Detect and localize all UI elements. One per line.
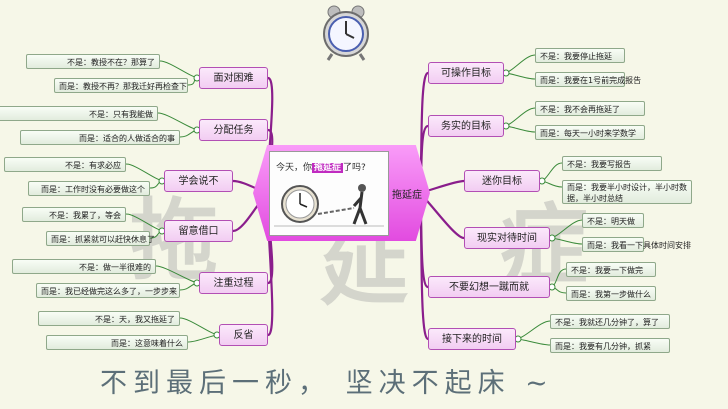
right-leaf-node[interactable]: 而是：我要半小时设计，半小时数据，半小时总结: [562, 180, 692, 204]
left-leaf-node[interactable]: 而是：我已经做完这么多了，一步步来: [36, 283, 180, 298]
right-leaf-node[interactable]: 而是：我看一下具体时间安排: [582, 237, 691, 252]
left-branch-node[interactable]: 面对困难: [199, 67, 268, 89]
right-branch-node[interactable]: 可操作目标: [428, 62, 504, 84]
left-branch-node[interactable]: 反省: [219, 324, 268, 346]
caption-highlight: 拖延症: [312, 163, 344, 173]
right-leaf-node[interactable]: 不是：我就还几分钟了，算了: [550, 314, 670, 329]
right-leaf-node[interactable]: 不是：明天做: [582, 213, 644, 228]
left-leaf-node[interactable]: 而是：这意味着什么: [46, 335, 188, 350]
right-leaf-node[interactable]: 不是：我不会再拖延了: [535, 101, 645, 116]
left-branch-node[interactable]: 留意借口: [164, 220, 233, 242]
left-leaf-node[interactable]: 不是：我累了，等会: [22, 207, 126, 222]
right-branch-node[interactable]: 迷你目标: [464, 170, 540, 192]
left-leaf-node[interactable]: 而是：工作时没有必要做这个: [28, 181, 150, 196]
right-leaf-node[interactable]: 不是：我要停止拖延: [535, 48, 625, 63]
right-leaf-node[interactable]: 不是：我要一下做完: [566, 262, 656, 277]
left-branch-node[interactable]: 学会说不: [164, 170, 233, 192]
right-branch-node[interactable]: 现实对待时间: [464, 227, 550, 249]
left-leaf-node[interactable]: 不是：天，我又拖延了: [38, 311, 180, 326]
left-leaf-node[interactable]: 不是：只有我能做: [0, 106, 158, 121]
central-topic-image: 今天，你拖延症了吗?: [269, 151, 389, 236]
left-branch-node[interactable]: 分配任务: [199, 119, 268, 141]
caption-suffix: 了吗?: [343, 163, 366, 173]
right-branch-node[interactable]: 务实的目标: [428, 115, 504, 137]
left-leaf-node[interactable]: 而是：教授不再？那我迁好再检查下: [54, 78, 188, 93]
tagline: 不到最后一秒， 坚决不起床 ~: [100, 368, 554, 399]
right-leaf-node[interactable]: 而是：我要在1号前完成报告: [535, 72, 641, 87]
left-branch-node[interactable]: 注重过程: [199, 272, 268, 294]
central-topic-label: 拖延症: [392, 190, 422, 201]
left-leaf-node[interactable]: 而是：适合的人做适合的事: [20, 130, 180, 145]
right-leaf-node[interactable]: 而是：我第一步做什么: [566, 286, 656, 301]
alarm-clock-icon: [320, 4, 372, 62]
right-leaf-node[interactable]: 而是：我要有几分钟，抓紧: [550, 338, 670, 353]
right-leaf-node[interactable]: 而是：每天一小时来学数学: [535, 125, 645, 140]
left-leaf-node[interactable]: 不是：有求必应: [4, 157, 126, 172]
caption-prefix: 今天，你: [276, 163, 313, 173]
right-branch-node[interactable]: 不要幻想一蹴而就: [428, 276, 550, 298]
right-branch-node[interactable]: 接下来的时间: [428, 328, 516, 350]
left-leaf-node[interactable]: 不是：做一半很难的: [12, 259, 156, 274]
clock-chain-man-illustration: [274, 184, 384, 227]
left-leaf-node[interactable]: 而是：抓紧就可以赶快休息了: [46, 231, 155, 246]
right-leaf-node[interactable]: 不是：我要写报告: [562, 156, 662, 171]
left-leaf-node[interactable]: 不是：教授不在？那算了: [26, 54, 160, 69]
